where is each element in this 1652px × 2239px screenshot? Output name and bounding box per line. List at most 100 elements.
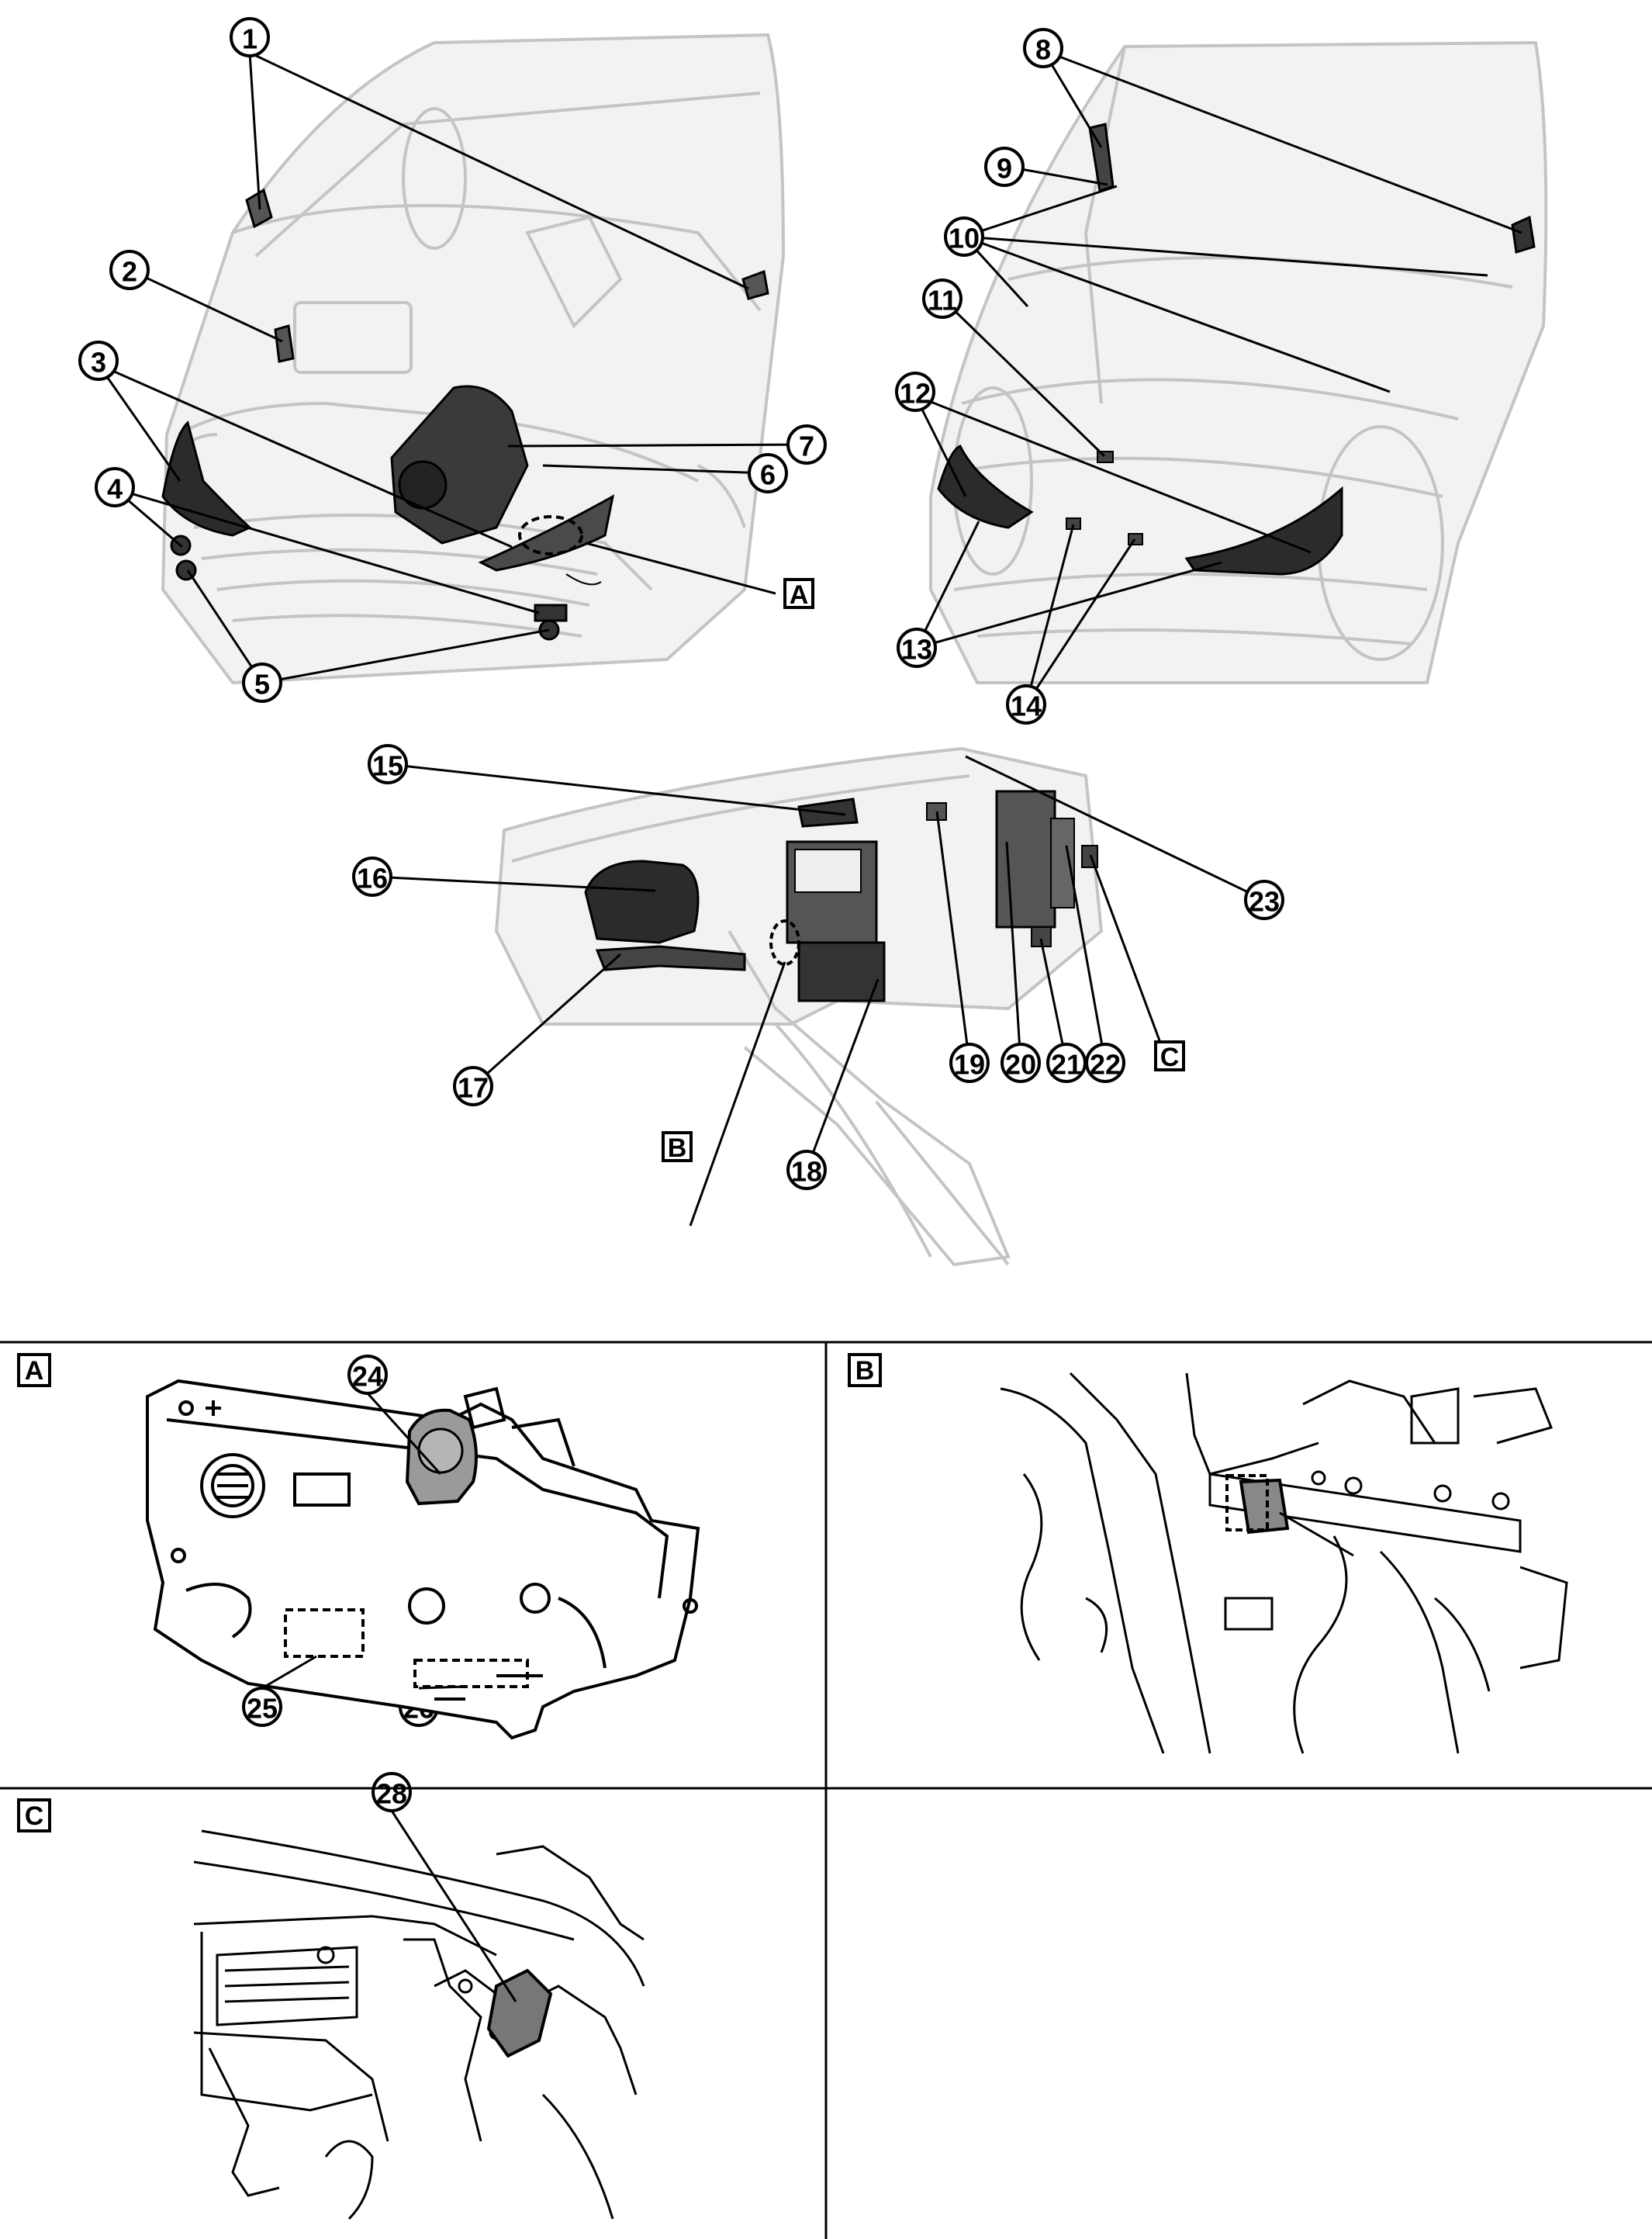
callout-6-label: 6 (760, 459, 776, 491)
rear-sensor-14b (1128, 533, 1143, 545)
callout-19: 19 (949, 1043, 990, 1083)
callout-7: 7 (786, 424, 827, 465)
callout-11-label: 11 (928, 285, 957, 317)
detail-a-label: A (25, 1356, 44, 1386)
detail-c-leader (390, 1810, 517, 2002)
mirror-right (741, 269, 769, 300)
callout-23: 23 (1244, 880, 1284, 920)
callout-18: 18 (786, 1150, 827, 1190)
detail-b-label: B (855, 1356, 875, 1386)
callout-10-label: 10 (949, 223, 980, 254)
instrument-panel-components (584, 790, 1098, 1002)
callout-4: 4 (95, 467, 135, 507)
callout-8-label: 8 (1035, 34, 1051, 66)
callout-13: 13 (897, 628, 937, 668)
ref-box-b-label: B (668, 1133, 687, 1163)
callout-22-label: 22 (1090, 1049, 1121, 1081)
relay-27 (1239, 1478, 1290, 1535)
rear-lamp-right (1184, 486, 1343, 576)
detail-b-leader (1279, 1511, 1354, 1557)
detail-c-label: C (25, 1801, 44, 1831)
callout-5-label: 5 (254, 669, 270, 701)
ref-box-a: A (783, 578, 814, 610)
callout-1: 1 (230, 17, 270, 57)
callout-25-label: 25 (247, 1693, 278, 1725)
callout-markers: 1 2 3 4 5 6 7 8 9 10 11 12 13 14 15 16 1… (78, 17, 1389, 1812)
detail-a-marker (518, 515, 583, 555)
detail-b-marker (769, 919, 800, 966)
callout-14: 14 (1006, 684, 1046, 725)
center-unit (797, 941, 886, 1002)
callout-4-label: 4 (107, 473, 123, 505)
headlamp-housing-drawing (146, 1379, 700, 1740)
callout-2-label: 2 (122, 256, 137, 288)
headlamp-left (161, 420, 252, 537)
callout-20: 20 (1001, 1043, 1041, 1083)
rear-lamp-left (937, 445, 1034, 529)
callout-24-label: 24 (352, 1361, 383, 1393)
detail-reference-boxes: A B C (662, 578, 1185, 1163)
callout-16-label: 16 (357, 863, 388, 895)
detail-a-panel: A (17, 1353, 700, 1740)
callout-20-label: 20 (1005, 1049, 1036, 1081)
sensor-19 (926, 802, 947, 821)
callout-17-label: 17 (458, 1072, 489, 1104)
callout-6: 6 (748, 453, 788, 493)
callout-9-label: 9 (997, 153, 1012, 185)
callout-17: 17 (453, 1066, 493, 1106)
speaker-left-rear (1088, 123, 1115, 193)
callout-7-label: 7 (799, 431, 814, 462)
callout-8: 8 (1023, 28, 1063, 68)
callout-5: 5 (242, 663, 282, 703)
steering-column (595, 945, 746, 971)
callout-11: 11 (922, 279, 963, 319)
callout-9: 9 (984, 147, 1025, 187)
ref-box-b: B (662, 1131, 693, 1163)
detail-c-label-box: C (17, 1798, 51, 1832)
center-display-screen (794, 849, 862, 893)
connector-c (1081, 845, 1098, 868)
callout-25: 25 (242, 1687, 282, 1727)
front-components (161, 188, 769, 641)
callout-18-label: 18 (791, 1156, 822, 1188)
rear-sensor-14a (1066, 517, 1081, 530)
fog-right (534, 604, 568, 622)
console-interior-drawing (999, 1372, 1573, 1761)
module-28 (486, 1968, 553, 2058)
ref-box-a-label: A (790, 580, 809, 610)
callout-10: 10 (944, 216, 984, 257)
detail-a-leaders (261, 1392, 466, 1690)
callout-15-label: 15 (372, 750, 403, 782)
rear-components (937, 123, 1536, 576)
sensor-2 (274, 324, 295, 363)
callout-15: 15 (368, 744, 408, 784)
detail-b-panel: B (848, 1353, 1573, 1761)
callout-23-label: 23 (1249, 886, 1280, 918)
callout-2: 2 (109, 250, 150, 290)
callout-3: 3 (78, 341, 119, 381)
callout-12-label: 12 (900, 378, 931, 410)
ref-box-c: C (1154, 1040, 1185, 1072)
glovebox-interior-drawing (193, 1829, 645, 2220)
detail-b-label-box: B (848, 1353, 882, 1387)
headlamp-right (478, 494, 615, 572)
detail-c-panel: C (17, 1798, 645, 2220)
detail-a-label-box: A (17, 1353, 51, 1387)
combination-meter (584, 860, 700, 944)
actuator-24-hub (417, 1427, 464, 1474)
relay-27-outline (1225, 1474, 1269, 1531)
detail-panel-grid (0, 1341, 1652, 2239)
callout-12: 12 (895, 372, 935, 412)
callout-14-label: 14 (1011, 690, 1042, 722)
leader-lines (97, 49, 1522, 1227)
callout-22: 22 (1085, 1043, 1125, 1083)
control-module-20 (995, 790, 1056, 929)
speaker-right-rear (1511, 215, 1536, 254)
callout-21-label: 21 (1051, 1049, 1082, 1081)
ref-box-c-label: C (1160, 1043, 1180, 1072)
harness-front (565, 573, 602, 586)
callout-13-label: 13 (901, 634, 932, 666)
callout-21: 21 (1046, 1043, 1087, 1083)
module-25-outline (284, 1608, 365, 1658)
